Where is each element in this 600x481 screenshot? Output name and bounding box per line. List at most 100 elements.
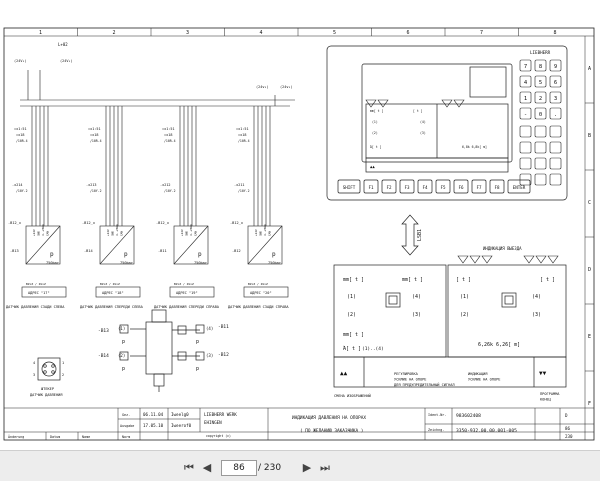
last-page-icon[interactable]: ⏭ [320, 461, 330, 474]
small-screen-arrows: ▲▲ [370, 164, 375, 169]
small-screen-title: mm[ t ] [370, 109, 384, 113]
sensor-symbol: p [124, 251, 128, 258]
cyl-b14: -B14 [98, 353, 109, 359]
label-addr-a: (24v₃) [256, 85, 269, 89]
next-page-icon[interactable]: ▶ [302, 461, 312, 474]
viewer-toolbar: ⏮ ◀ / 230 ▶ ⏭ [0, 450, 600, 481]
symbol-key[interactable] [519, 141, 532, 154]
fkey-f7[interactable]: F7 [471, 179, 487, 194]
page-number-input[interactable] [221, 460, 257, 476]
fkey-label: F5 [440, 185, 446, 190]
keypad-key[interactable]: 7 [519, 59, 532, 72]
keypad-key[interactable]: - [519, 107, 532, 120]
prev-page-icon[interactable]: ◀ [202, 461, 212, 474]
fkey-label: ENTER [513, 185, 526, 190]
sensor-column: =x1:51=x18/10R.4-x211/10Y.2-B12_x-B12+24… [228, 106, 289, 309]
small-screen-value: 6,8k 6,8k[ m] [462, 145, 487, 149]
warning-triangle-icon [469, 255, 481, 264]
legend-label: УСИЛИЕ НА ОПОРЕ [468, 378, 500, 382]
sensor-name: -B13 [10, 249, 19, 253]
sensor-label: ДАТЧИК ДАВЛЕНИЯ СЗАДИ СЛЕВА [6, 305, 65, 309]
keypad-key[interactable]: . [549, 107, 562, 120]
plug-drawing [37, 357, 61, 381]
symbol-key[interactable] [534, 157, 547, 170]
label-l02: L+02 [58, 42, 68, 47]
symbol-key[interactable] [549, 125, 562, 138]
keypad-label: 8 [539, 64, 542, 70]
cyl-b11: -B11 [218, 324, 229, 330]
symbol-key[interactable] [519, 125, 532, 138]
tb-title-1: ИНДИКАЦИЯ ДАВЛЕНИЯ НА ОПОРАХ [292, 415, 366, 421]
warning-triangles [365, 99, 559, 264]
tb-row-ausgabe: Ausgabe [120, 424, 134, 428]
keypad-key[interactable]: 1 [519, 91, 532, 104]
sensor-columns: =x1:51=x18/10R.4-x214/10Y.2-B12_x-B13+24… [6, 106, 289, 309]
tb-company-1: LIEBHERR WERK [204, 412, 237, 417]
fkey-enter[interactable]: ENTER [507, 179, 531, 194]
fkey-shift[interactable]: SHIFT [337, 179, 361, 194]
pin-label: 4..20mA [263, 224, 267, 236]
sensor-tag: -B12_x [230, 221, 244, 225]
symbol-key[interactable] [534, 173, 547, 186]
fkey-f8[interactable]: F8 [489, 179, 505, 194]
keypad-key[interactable]: 4 [519, 75, 532, 88]
tb-sheet: 86 [565, 426, 571, 431]
small-pin-2: (2) [372, 131, 378, 135]
tb-name-2: Iweerof0 [171, 423, 192, 428]
bus-label: BZ×Z / Zk×Z [26, 282, 46, 286]
keypad-key[interactable]: 3 [549, 91, 562, 104]
transfer-label: LSB1 [417, 229, 423, 241]
sensor-label: ДАТЧИК ДАВЛЕНИЯ СЗАДИ СПРАВА [228, 305, 289, 309]
symbol-key[interactable] [534, 141, 547, 154]
row-letter: C [588, 200, 591, 206]
connector-label: =x18 [90, 133, 98, 137]
sensor-address: AДPEC "17" [28, 291, 50, 295]
tb-copyright: copyright (c) [206, 434, 231, 438]
pin-label: GND [259, 231, 263, 236]
cyl-p-bot: p [122, 366, 125, 372]
sensor-name: -B14 [84, 249, 93, 253]
fkey-f2[interactable]: F2 [381, 179, 397, 194]
tb-rev: D [565, 413, 568, 418]
cyl-p-top-r: p [196, 339, 199, 345]
plug-pin-1: 1 [62, 361, 64, 365]
fkey-f1[interactable]: F1 [363, 179, 379, 194]
sensor-column: =x1:51=x18/10R.4-x212/10Y.2-B12_x-B11+24… [154, 106, 220, 309]
pin-label: +24V [106, 229, 110, 236]
tb-date-2: 17.05.10 [143, 423, 164, 428]
keypad-label: 3 [554, 96, 557, 102]
fkey-label: F6 [458, 185, 464, 190]
sensor-name: -B12 [232, 249, 241, 253]
plug-pin-4: 4 [33, 361, 35, 365]
pin-label: CAN [194, 231, 198, 236]
symbol-key[interactable] [519, 173, 532, 186]
symbol-key[interactable] [549, 141, 562, 154]
sensor-tag: -B12_x [82, 221, 96, 225]
keypad-key[interactable]: 8 [534, 59, 547, 72]
cyl-p-bot-r: p [196, 366, 199, 372]
fkey-f6[interactable]: F6 [453, 179, 469, 194]
column-number: 3 [186, 30, 189, 36]
symbol-key[interactable] [549, 157, 562, 170]
keypad-key[interactable]: 9 [549, 59, 562, 72]
keypad-key[interactable]: 2 [534, 91, 547, 104]
symbol-key[interactable] [549, 173, 562, 186]
keypad-key[interactable]: 6 [549, 75, 562, 88]
sensor-column: =x1:51=x18/10R.4-x213/10Y.2-B12_x-B14+24… [80, 106, 144, 309]
pin-label: GND [185, 231, 189, 236]
symbol-key[interactable] [519, 157, 532, 170]
keypad-key[interactable]: 5 [534, 75, 547, 88]
cyl-pin4: (4) [206, 326, 213, 331]
tb-row-norm: Norm [122, 435, 130, 439]
fkey-f4[interactable]: F4 [417, 179, 433, 194]
fkey-f5[interactable]: F5 [435, 179, 451, 194]
first-page-icon[interactable]: ⏮ [184, 461, 194, 474]
console-brand: LIEBHERR [530, 50, 551, 55]
row-letter: D [588, 267, 591, 273]
fkey-f3[interactable]: F3 [399, 179, 415, 194]
keypad-label: 2 [539, 96, 542, 102]
symbol-key[interactable] [534, 125, 547, 138]
keypad-key[interactable]: 0 [534, 107, 547, 120]
